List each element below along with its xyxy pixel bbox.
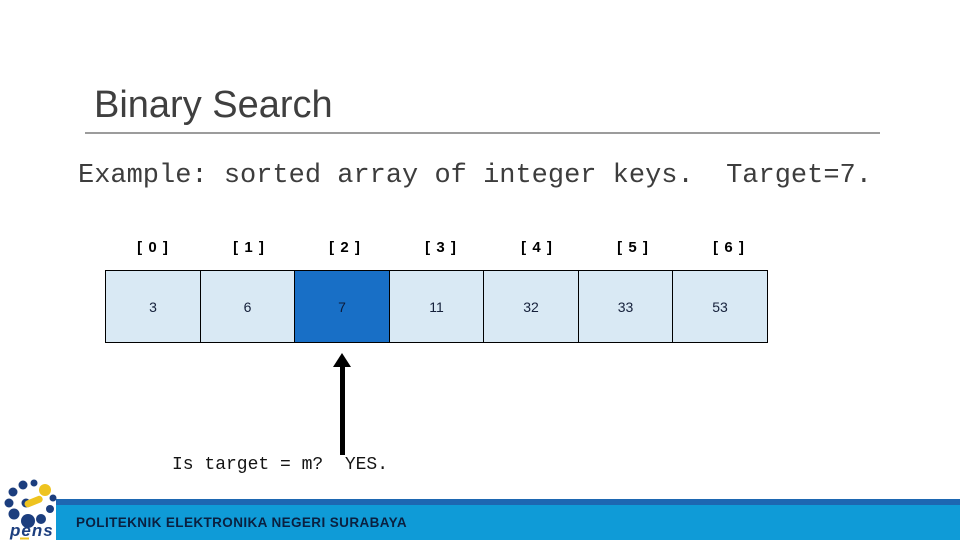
pointer-arrow-head xyxy=(333,353,351,367)
question-text: Is target = m? YES. xyxy=(172,455,389,475)
array-cell: 7 xyxy=(294,270,390,343)
array-index-label: [ 6 ] xyxy=(713,239,745,256)
array-cell: 53 xyxy=(672,270,768,343)
array-index-label: [ 4 ] xyxy=(521,239,553,256)
page-title: Binary Search xyxy=(94,84,333,126)
array-index-label: [ 1 ] xyxy=(233,239,265,256)
array-cell: 6 xyxy=(199,270,296,343)
footer-bar: POLITEKNIK ELEKTRONIKA NEGERI SURABAYA xyxy=(56,505,960,540)
title-underline xyxy=(85,132,880,134)
array: 3 6 7 11 32 33 53 xyxy=(105,270,768,343)
pens-logo-text: pens xyxy=(9,521,54,540)
footer-accent-strip xyxy=(56,499,960,505)
array-cell: 11 xyxy=(388,270,485,343)
array-index-label: [ 5 ] xyxy=(617,239,649,256)
array-index-label: [ 0 ] xyxy=(137,239,169,256)
array-cell: 3 xyxy=(105,270,201,343)
array-index-label: [ 2 ] xyxy=(329,239,361,256)
array-cell: 33 xyxy=(577,270,674,343)
footer-institution-name: POLITEKNIK ELEKTRONIKA NEGERI SURABAYA xyxy=(76,515,407,530)
array-cell: 32 xyxy=(483,270,579,343)
array-index-label: [ 3 ] xyxy=(425,239,457,256)
pointer-arrow-shaft xyxy=(340,365,345,455)
subtitle-text: Example: sorted array of integer keys. T… xyxy=(78,161,872,191)
pens-logo-icon: pens xyxy=(4,479,57,540)
array-index-row: [ 0 ] [ 1 ] [ 2 ] [ 3 ] [ 4 ] [ 5 ] [ 6 … xyxy=(105,239,777,257)
